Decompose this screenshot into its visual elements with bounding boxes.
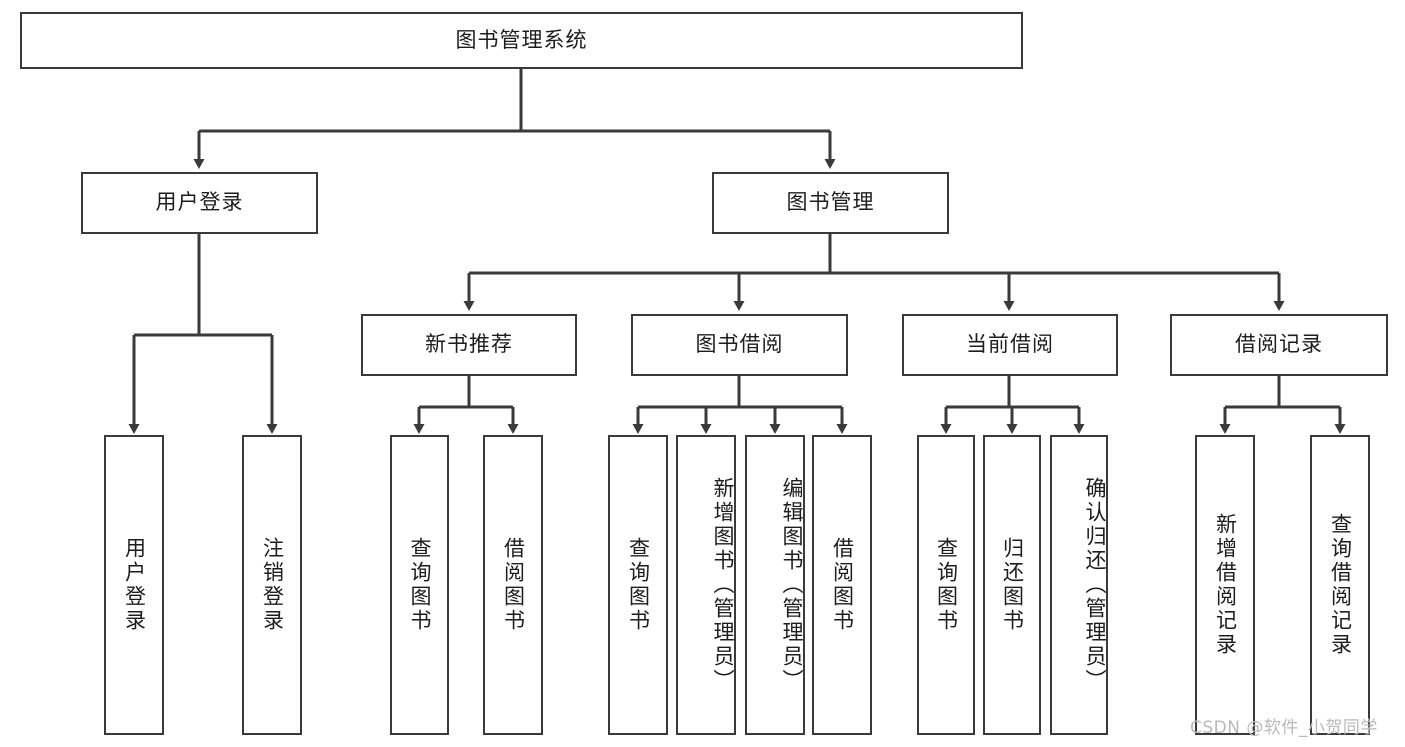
node-leaf-confirm-return[interactable]: 确认归还（管理员） xyxy=(1050,435,1108,735)
node-leaf-add-book[interactable]: 新增图书（管理员） xyxy=(676,435,736,735)
node-leaf-logout[interactable]: 注销登录 xyxy=(242,435,302,735)
node-user-login[interactable]: 用户登录 xyxy=(81,172,318,234)
node-leaf-query-record[interactable]: 查询借阅记录 xyxy=(1310,435,1370,735)
node-leaf-edit-book[interactable]: 编辑图书（管理员） xyxy=(745,435,805,735)
node-book-borrow[interactable]: 图书借阅 xyxy=(631,314,848,376)
node-leaf-user-login[interactable]: 用户登录 xyxy=(104,435,164,735)
node-leaf-borrow-book-2[interactable]: 借阅图书 xyxy=(812,435,872,735)
node-leaf-query-book-2[interactable]: 查询图书 xyxy=(608,435,668,735)
node-leaf-return-book[interactable]: 归还图书 xyxy=(983,435,1041,735)
node-leaf-query-book-1[interactable]: 查询图书 xyxy=(390,435,449,735)
node-leaf-query-book-3[interactable]: 查询图书 xyxy=(917,435,975,735)
node-new-book-recommend[interactable]: 新书推荐 xyxy=(361,314,577,376)
node-current-borrow[interactable]: 当前借阅 xyxy=(902,314,1118,376)
node-root[interactable]: 图书管理系统 xyxy=(20,12,1023,69)
node-book-manage[interactable]: 图书管理 xyxy=(712,172,949,234)
node-borrow-record[interactable]: 借阅记录 xyxy=(1170,314,1388,376)
node-leaf-add-record[interactable]: 新增借阅记录 xyxy=(1195,435,1255,735)
csdn-watermark: CSDN @软件_小贺同学 xyxy=(1190,718,1378,738)
node-leaf-borrow-book-1[interactable]: 借阅图书 xyxy=(483,435,543,735)
